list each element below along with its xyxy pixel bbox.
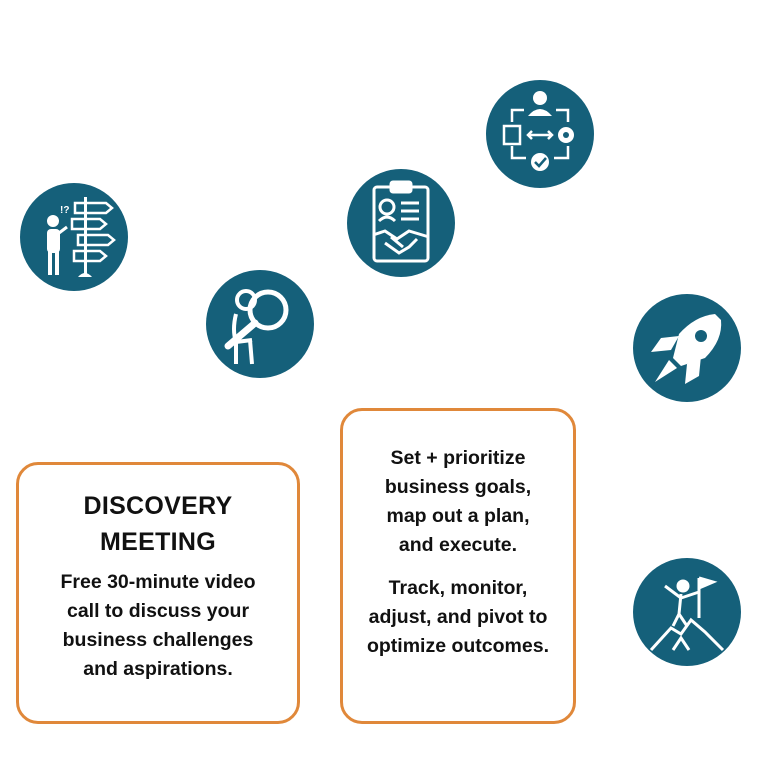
track-line: optimize outcomes. [366, 635, 550, 657]
plan-paragraph: Set + prioritize business goals, map out… [343, 444, 573, 560]
clipboard-handshake-icon [347, 169, 455, 277]
card-description: Free 30-minute video call to discuss you… [19, 568, 297, 684]
description-line: Free 30-minute video [60, 571, 256, 593]
plan-line: business goals, [384, 476, 532, 498]
description-line: and aspirations. [83, 658, 233, 680]
summit-flag-icon [633, 558, 741, 666]
title-line: DISCOVERY [83, 492, 233, 520]
plan-execute-card: Set + prioritize business goals, map out… [340, 408, 576, 724]
plan-line: Set + prioritize [390, 447, 526, 469]
description-line: call to discuss your [66, 600, 250, 622]
crossroads-signpost-icon: !? [20, 183, 128, 291]
workflow-process-icon [486, 80, 594, 188]
plan-line: and execute. [398, 534, 518, 556]
svg-text:!?: !? [60, 205, 69, 216]
rocket-icon [633, 294, 741, 402]
title-line: MEETING [100, 528, 216, 556]
plan-line: map out a plan, [386, 505, 530, 527]
track-line: adjust, and pivot to [368, 606, 548, 628]
magnifying-glass-person-icon [206, 270, 314, 378]
track-paragraph: Track, monitor, adjust, and pivot to opt… [343, 574, 573, 661]
track-line: Track, monitor, [388, 577, 528, 599]
description-line: business challenges [62, 629, 254, 651]
card-title: DISCOVERY MEETING [19, 488, 297, 560]
discovery-meeting-card: DISCOVERY MEETING Free 30-minute video c… [16, 462, 300, 724]
